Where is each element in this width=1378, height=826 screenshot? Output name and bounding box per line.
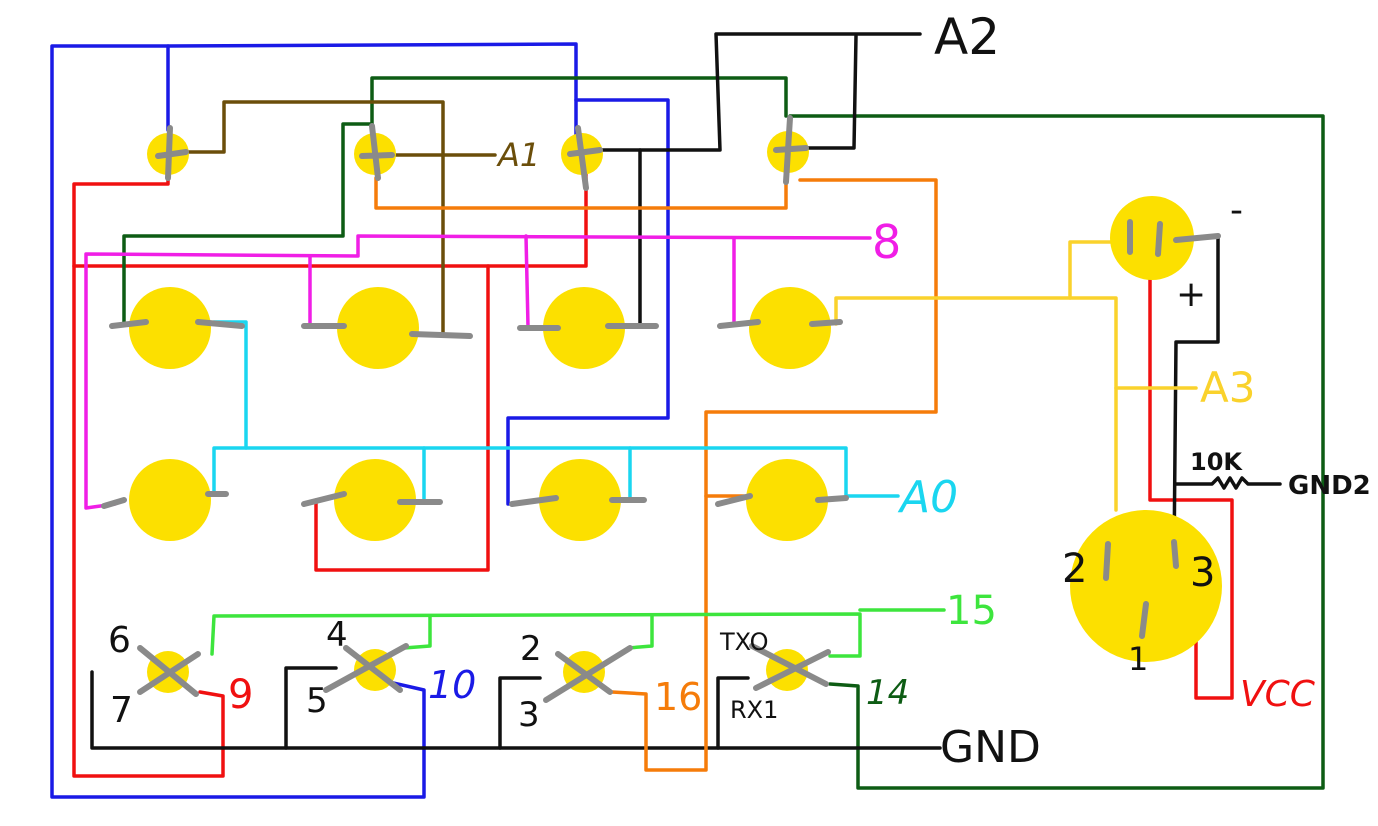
- button-7-leg: [509, 495, 647, 507]
- label-n4: 4: [326, 615, 348, 655]
- wire-lightgreen-d1: [402, 614, 432, 650]
- wire-black-gnd2: [1174, 476, 1282, 490]
- wire-orange-top: [374, 176, 788, 210]
- button-6-leg: [301, 491, 443, 507]
- wire-yellow-pot: [1068, 240, 1132, 300]
- label-gnd: GND: [940, 722, 1041, 773]
- button-5: [129, 459, 211, 541]
- wire-darkgreen-1: [122, 122, 374, 327]
- wire-cyan-main: [212, 446, 900, 498]
- wire-orange-long: [610, 178, 938, 772]
- label-rx1: RX1: [730, 696, 778, 724]
- pad-bottom-1-leg: [137, 645, 201, 697]
- button-1: [129, 287, 211, 369]
- button-1-leg: [109, 319, 245, 329]
- pad-top-4-leg: [773, 115, 809, 185]
- wire-black-gnd-2: [284, 666, 338, 750]
- pad-bottom-2-leg: [323, 643, 409, 693]
- button-8: [746, 459, 828, 541]
- wire-cyan-up: [212, 320, 248, 450]
- wire-black-gnd-3: [498, 676, 542, 750]
- button-row-1: [109, 287, 843, 369]
- wire-blue-top: [166, 42, 578, 142]
- label-pin8: 8: [872, 215, 901, 269]
- wire-yellow: [834, 296, 1118, 512]
- label-pot-1: 1: [1128, 640, 1148, 678]
- wire-red-row: [72, 168, 588, 268]
- label-minus: -: [1230, 190, 1243, 231]
- button-2-leg: [301, 323, 473, 339]
- button-3-leg: [517, 323, 659, 331]
- pad-top-2-leg: [359, 123, 395, 181]
- wire-magenta-d2: [524, 234, 530, 328]
- button-4: [749, 287, 831, 369]
- wire-darkgreen-2: [370, 76, 788, 132]
- label-n3: 3: [518, 695, 540, 735]
- bottom-row-pads: [137, 643, 831, 703]
- wire-lightgreen-d2: [626, 614, 654, 650]
- wire-red-main: [72, 176, 225, 778]
- label-pin14: 14: [866, 673, 909, 713]
- label-n6: 6: [108, 620, 131, 661]
- label-n5: 5: [306, 681, 328, 721]
- label-res10k: 10K: [1190, 448, 1243, 476]
- label-pin10: 10: [428, 663, 476, 707]
- button-7: [539, 459, 621, 541]
- led-legs: [1127, 219, 1221, 257]
- button-2: [337, 287, 419, 369]
- wires: [50, 32, 1325, 799]
- label-pin9: 9: [228, 672, 253, 718]
- label-pot-3: 3: [1190, 550, 1215, 596]
- led-component: [1110, 196, 1221, 280]
- pad-top-1-leg: [155, 125, 189, 181]
- wire-black-gnd: [90, 670, 942, 750]
- label-pot-2: 2: [1062, 546, 1087, 592]
- label-a0: A0: [897, 472, 958, 523]
- label-vcc: VCC: [1240, 674, 1316, 715]
- label-pin16: 16: [654, 675, 702, 719]
- wire-black-a2-2: [796, 34, 858, 150]
- button-3: [543, 287, 625, 369]
- label-pin15: 15: [946, 588, 997, 634]
- label-a1: A1: [496, 136, 540, 174]
- wire-darkgreen-3: [788, 114, 1325, 790]
- label-n2: 2: [520, 629, 542, 669]
- button-6: [334, 459, 416, 541]
- label-plus: +: [1176, 274, 1206, 315]
- wire-olive-a1: [178, 100, 445, 338]
- button-4-leg: [717, 319, 843, 329]
- label-gnd2: GND2: [1288, 471, 1371, 501]
- button-8-leg: [715, 493, 849, 507]
- button-row-2: [101, 459, 849, 541]
- pad-bottom-3-leg: [543, 645, 633, 703]
- pad-bottom-4-leg: [749, 643, 831, 691]
- pad-top-3-leg: [567, 125, 603, 191]
- top-row-pads: [147, 115, 809, 191]
- button-5-leg: [101, 491, 229, 509]
- label-txo: TXO: [719, 628, 768, 656]
- potentiometer: [1070, 510, 1222, 662]
- led-body: [1110, 196, 1194, 280]
- label-a3: A3: [1200, 363, 1255, 412]
- labels: A2 A1 8 A0 A3 - + 10K GND2 2 3 1 VCC 15 …: [108, 8, 1371, 773]
- wire-lightgreen: [210, 612, 862, 658]
- label-n7: 7: [110, 690, 133, 731]
- wire-black-pot: [1172, 234, 1220, 562]
- pot-legs: [1103, 539, 1179, 639]
- wire-black-gnd-4: [716, 676, 750, 750]
- wire-red-loop: [314, 264, 490, 572]
- wire-black-a2: [594, 32, 922, 152]
- wire-magenta: [84, 234, 872, 510]
- label-a2: A2: [934, 8, 1000, 66]
